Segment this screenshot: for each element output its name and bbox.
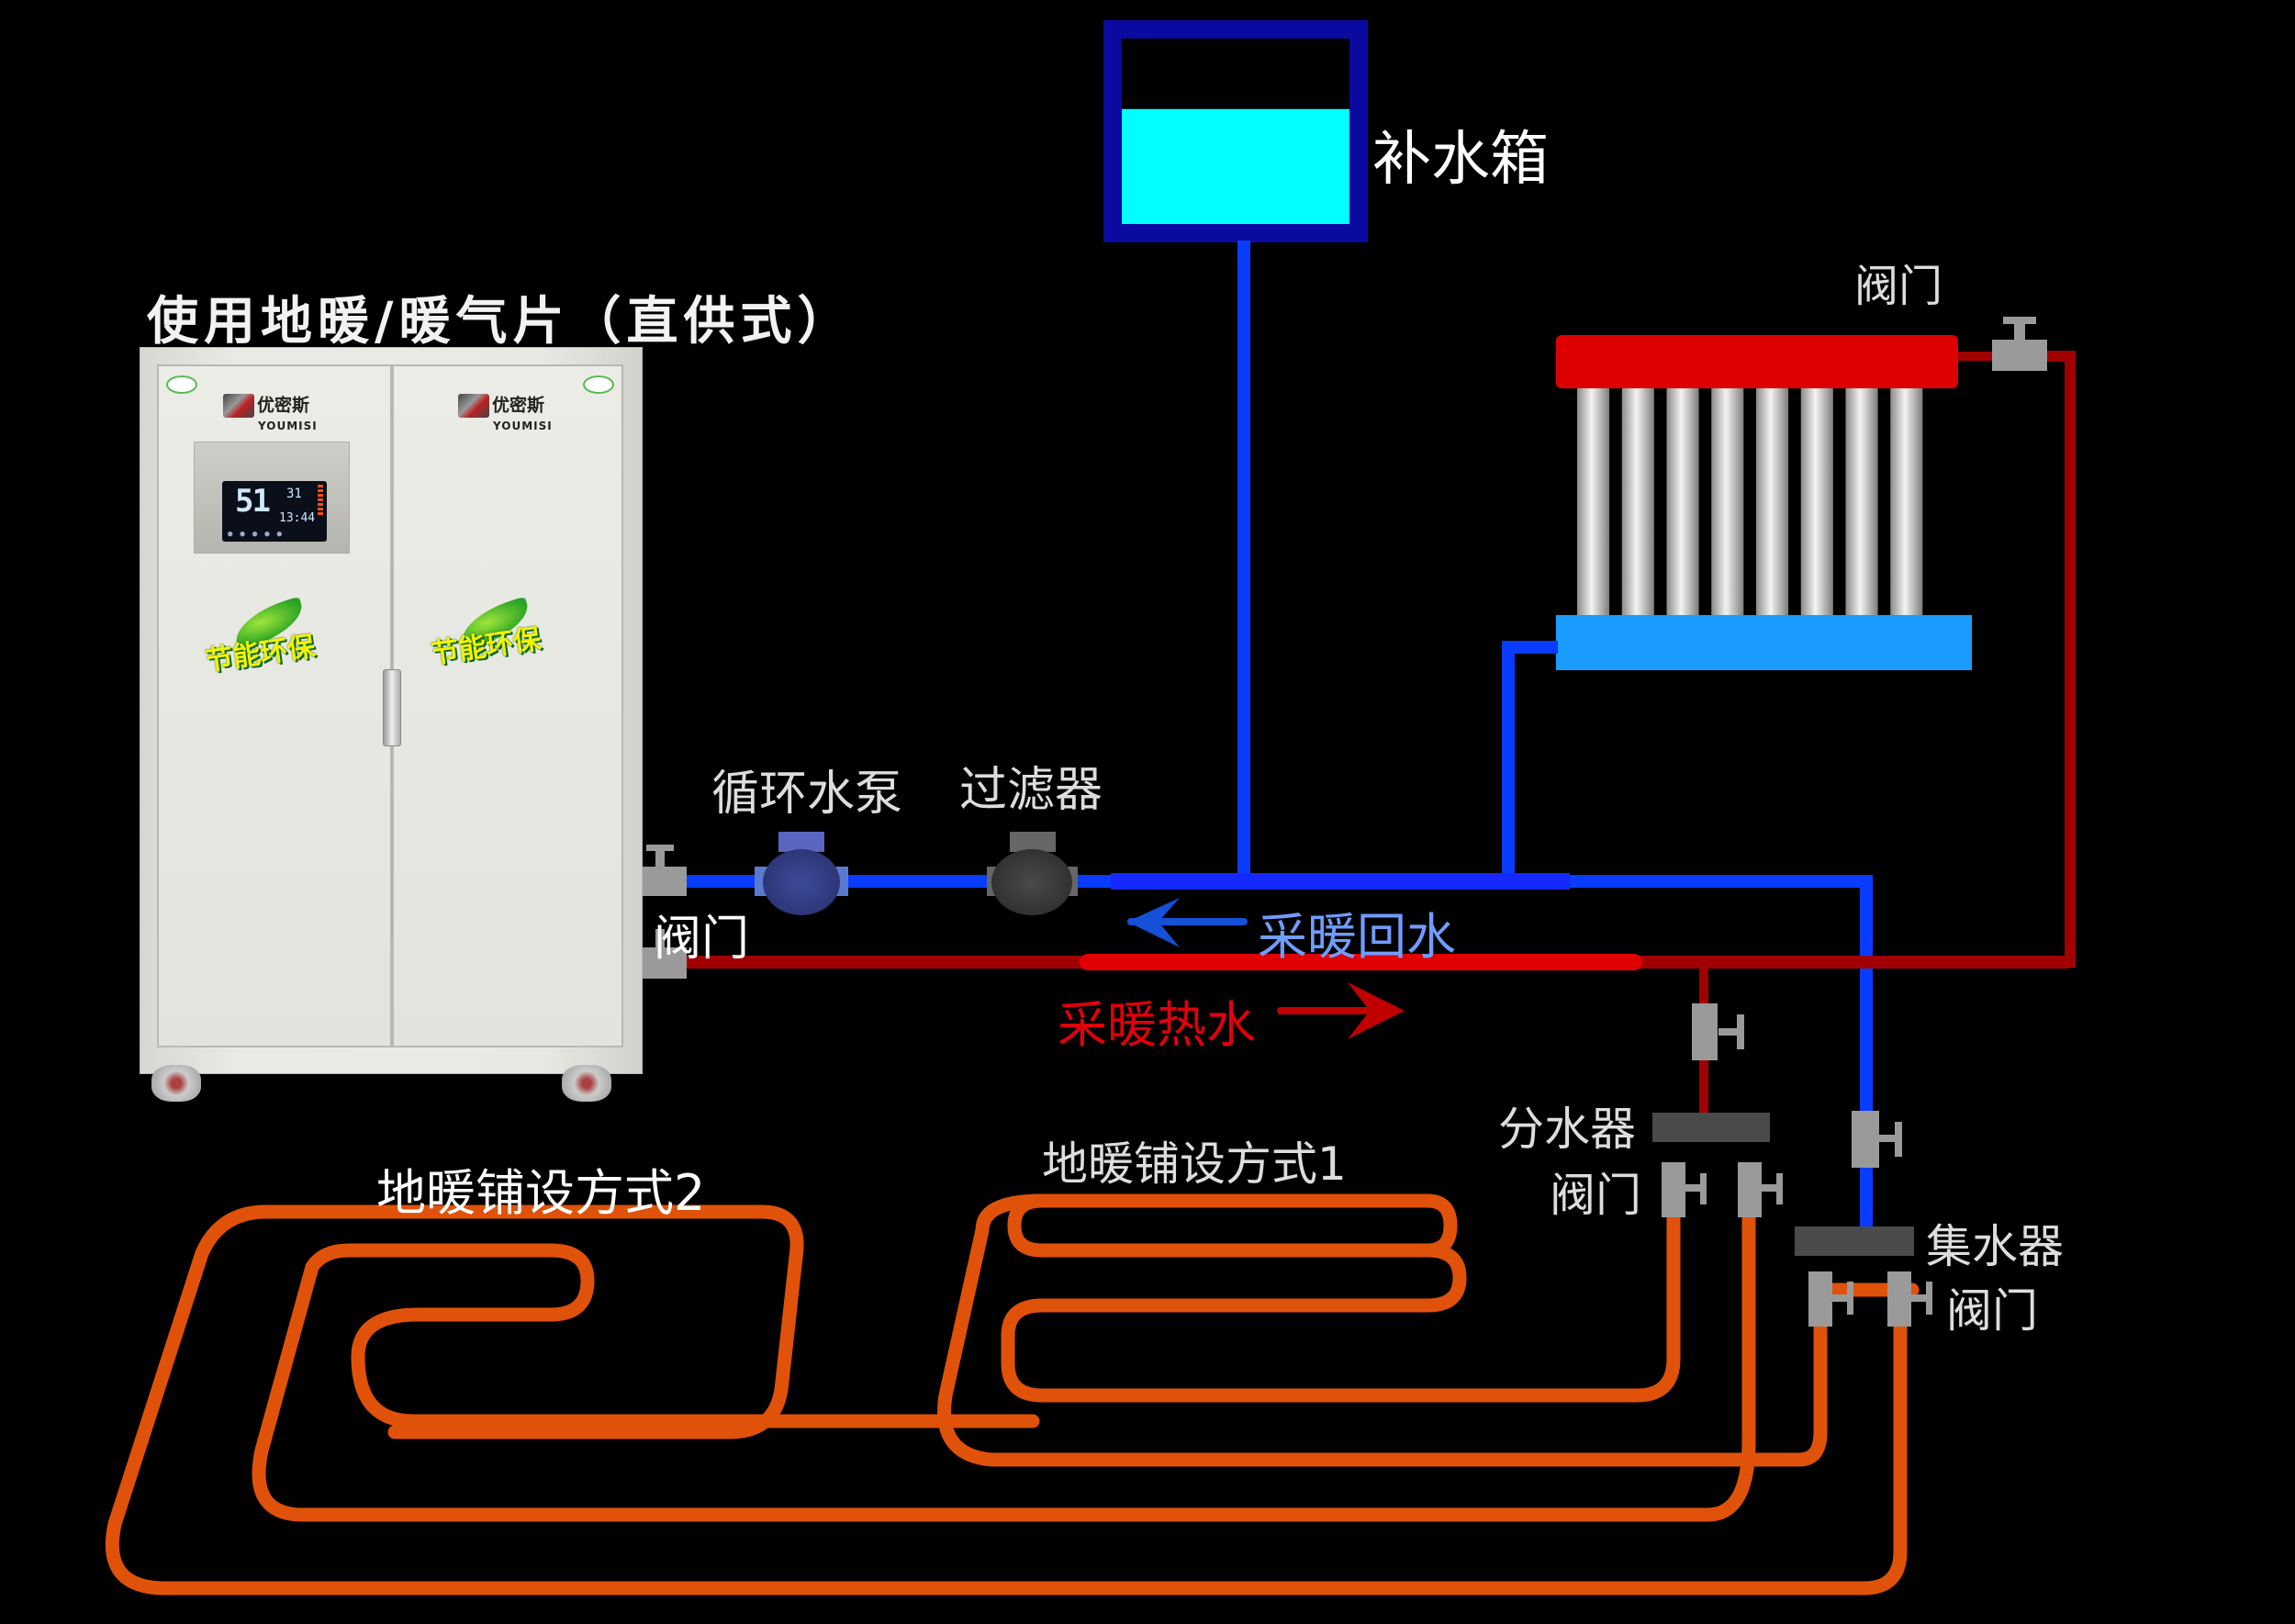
radiator-column <box>1845 388 1878 615</box>
tank-frame <box>1103 20 1368 242</box>
lcd-clock: 13:44 <box>279 511 316 525</box>
distributor-feed-valve <box>1692 1003 1744 1060</box>
boiler-right-door: 优密斯 YOUMISI 节能环保 <box>392 364 623 1047</box>
floor-coil-method-1 <box>937 1172 1828 1467</box>
distributor-manifold <box>1652 1113 1770 1142</box>
radiator-column <box>1666 388 1699 615</box>
boiler-left-door: 优密斯 YOUMISI 51 31 13:44 ●●●●● 节能环保 <box>157 364 392 1047</box>
radiator-column <box>1577 388 1610 615</box>
caster-wheel <box>151 1065 201 1102</box>
md-logo-icon <box>223 394 254 418</box>
lcd-main-value: 51 <box>235 483 271 520</box>
makeup-tank <box>1103 20 1368 242</box>
radiator-column <box>1756 388 1789 615</box>
distributor-valve-label: 阀门 <box>1550 1169 1641 1222</box>
caster-wheel <box>562 1065 611 1102</box>
eco-sticker: 节能环保 <box>203 630 318 678</box>
circulation-pump-label: 循环水泵 <box>711 767 903 822</box>
collector-return-valve <box>1852 1111 1902 1168</box>
makeup-tank-label: 补水箱 <box>1372 126 1549 194</box>
lcd-secondary-value: 31 <box>286 487 302 501</box>
boiler-valve-label: 阀门 <box>654 912 750 967</box>
certification-badge-icon <box>583 375 614 394</box>
radiator-top-header <box>1556 335 1958 388</box>
distributor-label: 分水器 <box>1498 1103 1636 1156</box>
distributor-outlet-valves <box>1662 1162 1783 1217</box>
diagram-title: 使用地暖/暖气片（直供式） <box>147 291 855 352</box>
control-panel-recess: 51 31 13:44 ●●●●● <box>194 442 350 554</box>
filter-label: 过滤器 <box>959 763 1103 818</box>
hot-water-label: 采暖热水 <box>1058 996 1256 1054</box>
collector-inlet-valves <box>1808 1271 1932 1327</box>
tank-water-level <box>1122 108 1349 224</box>
electric-boiler: 优密斯 YOUMISI 51 31 13:44 ●●●●● 节能环保 优密斯 Y… <box>140 347 643 1074</box>
lcd-display[interactable]: 51 31 13:44 ●●●●● <box>222 481 327 542</box>
boiler-return-valve <box>641 845 687 896</box>
radiator-column <box>1800 388 1833 615</box>
filter <box>987 832 1078 915</box>
collector-manifold <box>1795 1226 1914 1256</box>
radiator-valve <box>1992 317 2047 371</box>
collector-label: 集水器 <box>1926 1220 2064 1273</box>
lcd-touch-buttons[interactable]: ●●●●● <box>228 530 290 539</box>
radiator-valve-label: 阀门 <box>1854 261 1943 312</box>
return-water-label: 采暖回水 <box>1258 908 1456 966</box>
radiator-bottom-header <box>1556 615 1972 670</box>
floor-method-2-label: 地暖铺设方式2 <box>376 1164 706 1222</box>
collector-valve-label: 阀门 <box>1946 1284 2038 1338</box>
door-handle[interactable] <box>383 669 401 746</box>
floor-method-1-label: 地暖铺设方式1 <box>1042 1137 1347 1191</box>
boiler-hot-valve <box>641 929 687 979</box>
circulation-pump <box>755 832 848 915</box>
eco-sticker: 节能环保 <box>429 622 543 671</box>
return-flow-arrow <box>1127 898 1248 947</box>
md-logo-icon <box>458 394 489 418</box>
hot-flow-arrow <box>1277 982 1405 1039</box>
radiator-return-pipe <box>1502 641 1558 883</box>
radiator-column <box>1890 388 1923 615</box>
lcd-level-bars <box>318 485 323 516</box>
brand-logo: 优密斯 YOUMISI <box>458 394 553 434</box>
radiator <box>1556 335 1972 670</box>
certification-badge-icon <box>166 375 197 394</box>
radiator-column <box>1621 388 1654 615</box>
brand-logo: 优密斯 YOUMISI <box>223 394 318 434</box>
radiator-column <box>1711 388 1744 615</box>
